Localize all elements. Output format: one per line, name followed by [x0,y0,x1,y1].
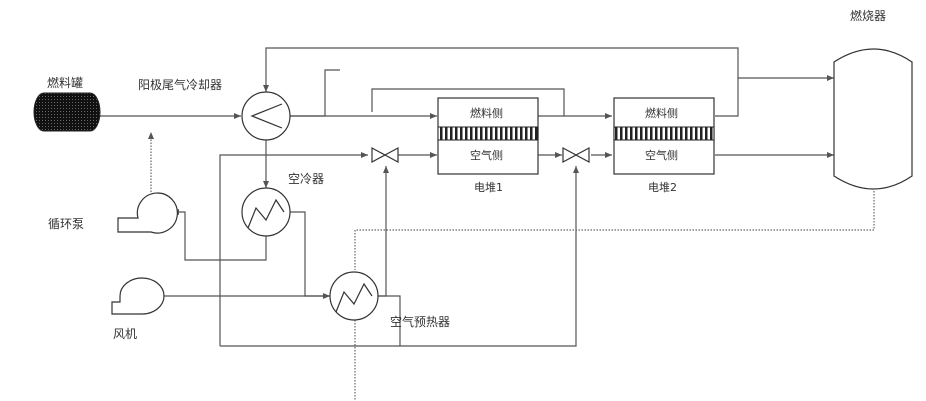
stack-2: 燃料侧 空气侧 电堆2 [614,98,714,194]
stack2-label: 电堆2 [648,181,677,194]
stack1-fuel-side: 燃料侧 [470,106,503,120]
air-preheater: 空气预热器 [330,272,450,329]
stack2-air-side: 空气侧 [645,148,678,162]
pipe-cooler-bypass [289,70,340,116]
valve-2 [563,148,589,162]
burner: 燃烧器 [834,8,912,189]
anode-cooler-label: 阳极尾气冷却器 [138,77,222,92]
burner-label: 燃烧器 [850,8,886,23]
circulation-pump: 循环泵 [48,193,177,233]
anode-cooler: 阳极尾气冷却器 [138,77,290,140]
stack1-air-side: 空气侧 [470,148,503,162]
pump-label: 循环泵 [48,217,84,231]
stack-1: 燃料侧 空气侧 电堆1 [438,98,538,194]
fan: 风机 [112,278,164,341]
fuel-tank-label: 燃料罐 [47,75,83,90]
air-cooler: 空冷器 [242,172,324,236]
pipe-stack2-fuel-out [715,78,834,116]
stack2-fuel-side: 燃料侧 [645,106,678,120]
pipe-preheater-to-valve1 [378,166,386,296]
stack1-label: 电堆1 [474,181,503,194]
fuel-tank: 燃料罐 [34,75,100,131]
valve-1 [372,148,398,162]
air-cooler-label: 空冷器 [288,172,324,186]
air-preheater-label: 空气预热器 [390,314,450,329]
pipe-burner-exhaust [355,188,874,270]
pipe-aircooler-to-preheater [289,212,330,296]
fan-label: 风机 [113,327,137,341]
